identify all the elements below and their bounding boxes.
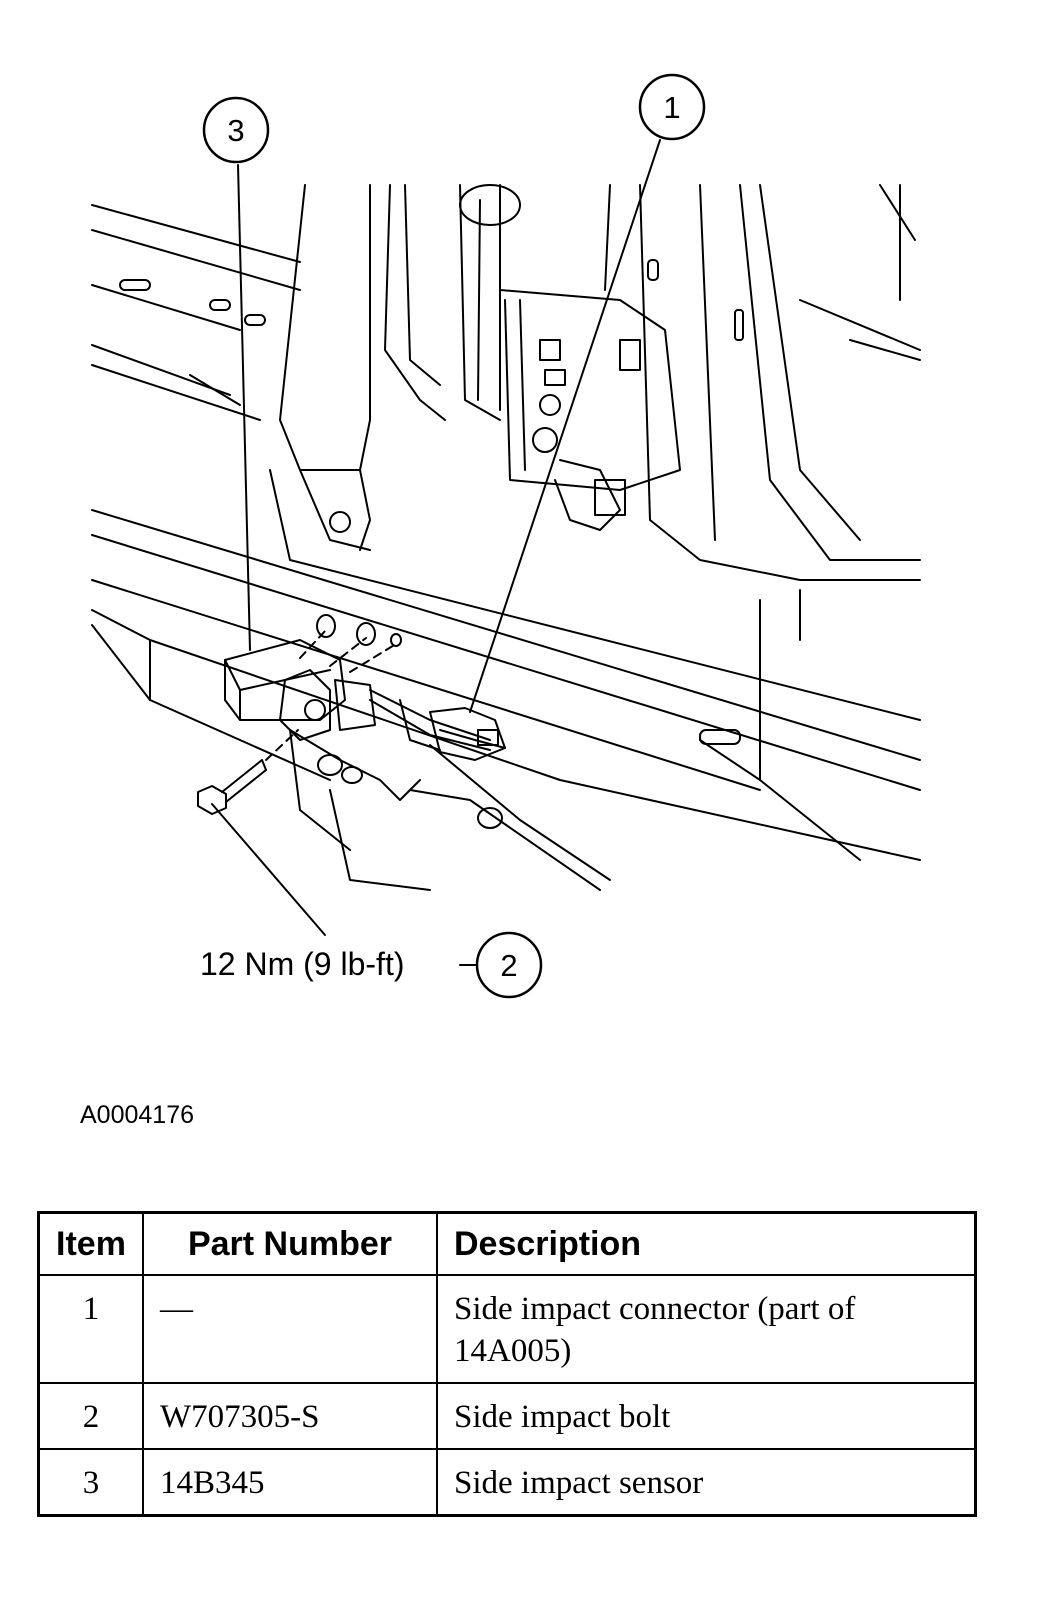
callout-3: 3 [202,96,270,164]
mounting-holes [119,279,503,829]
table-row: 1 — Side impact connector (part of 14A00… [37,1274,977,1384]
cell-description: Side impact bolt [436,1382,977,1450]
svg-text:3: 3 [227,113,244,148]
cell-description: Side impact connector (part of 14A005) [436,1274,977,1384]
floor-panel-lines [91,204,921,891]
alignment-lines [265,629,397,761]
side-impact-connector [429,707,506,761]
pillar-trim [279,184,521,551]
cell-part-number: — [142,1274,438,1384]
callout-leaders [211,139,661,966]
cell-item: 2 [37,1382,144,1450]
cell-part-number: W707305-S [142,1382,438,1450]
latch-assembly [499,289,681,531]
cell-item: 3 [37,1448,144,1517]
cell-item: 1 [37,1274,144,1384]
svg-text:2: 2 [500,948,517,983]
cell-part-number: 14B345 [142,1448,438,1517]
parts-table: Item Part Number Description 1 — Side im… [37,1211,977,1517]
callout-2: 2 [475,931,543,999]
side-impact-sensor-illustration: 3 1 2 [91,73,921,999]
table-row: 2 W707305-S Side impact bolt [37,1382,977,1450]
svg-text:1: 1 [663,90,680,125]
sensor-bracket [289,699,441,851]
torque-spec-label: 12 Nm (9 lb-ft) [200,946,405,982]
header-part-number: Part Number [142,1211,438,1276]
side-impact-sensor [224,639,491,751]
callout-1: 1 [638,73,706,141]
figure-id: A0004176 [80,1101,195,1129]
cell-description: Side impact sensor [436,1448,977,1517]
side-impact-bolt [197,759,267,815]
table-header-row: Item Part Number Description [37,1211,977,1276]
header-item: Item [37,1211,144,1276]
door-frame [604,184,921,781]
table-row: 3 14B345 Side impact sensor [37,1448,977,1517]
header-description: Description [436,1211,977,1276]
